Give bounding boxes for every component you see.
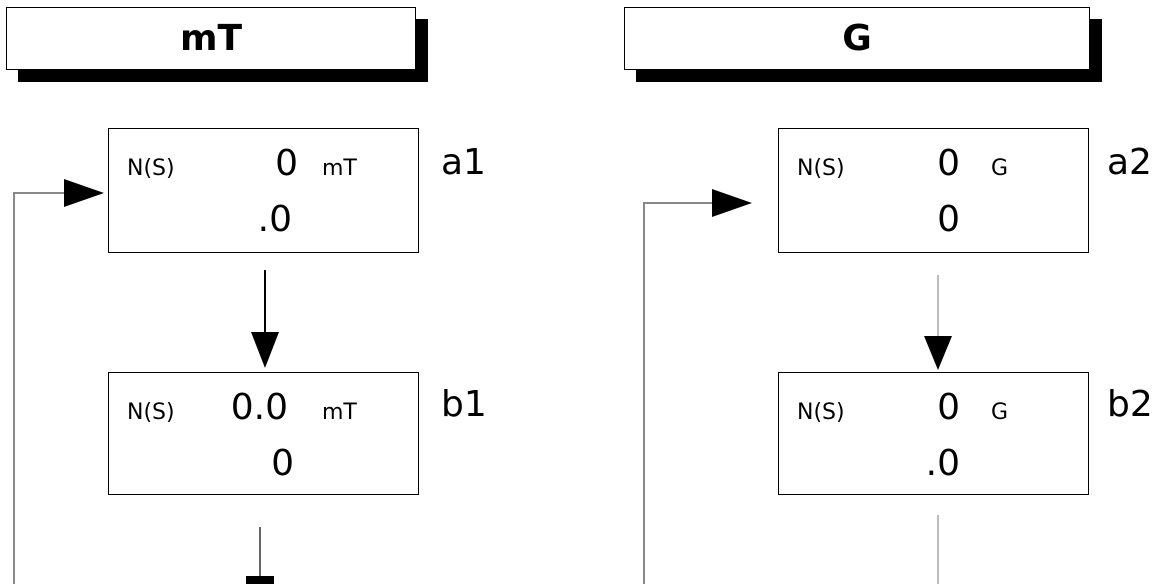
display-b2: N(S) 0 G .0 [778,372,1089,495]
display-a2: N(S) 0 G 0 [778,128,1089,253]
arrow-stub-b1 [246,576,274,584]
display-b2-value: 0 [937,387,960,428]
arrow-into-a1 [64,179,104,207]
display-b1-unit: mT [322,400,357,425]
display-b2-tag: b2 [1107,384,1153,425]
display-b2-unit: G [991,400,1009,425]
header-mt: mT [6,7,416,70]
display-b1-sub: 0 [271,443,294,484]
display-a2-label: N(S) [797,156,845,181]
display-a2-value: 0 [937,143,960,184]
header-g: G [624,7,1090,70]
display-a1-unit: mT [322,156,357,181]
display-b1-value: 0.0 [230,387,288,428]
display-a2-sub: 0 [937,199,960,240]
arrow-into-b2 [924,336,952,370]
display-b1-label: N(S) [127,400,175,425]
display-a1-sub: .0 [257,199,292,240]
display-a2-unit: G [991,156,1009,181]
arrow-into-a2 [712,189,752,217]
arrow-into-b1 [251,332,279,368]
display-a1-label: N(S) [127,156,175,181]
display-a1-value: 0 [275,143,298,184]
loop-line-left [13,192,64,584]
display-b2-sub: .0 [925,443,960,484]
loop-line-right [643,202,712,584]
display-a2-tag: a2 [1107,142,1152,183]
display-b2-label: N(S) [797,400,845,425]
display-b1: N(S) 0.0 mT 0 [108,372,419,495]
display-b1-tag: b1 [441,384,487,425]
display-a1: N(S) 0 mT .0 [108,128,419,253]
display-a1-tag: a1 [441,142,486,183]
